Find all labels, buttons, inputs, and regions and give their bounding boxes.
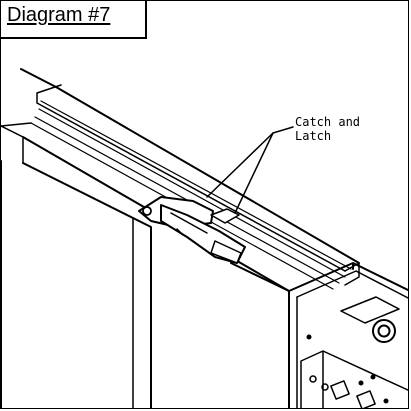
left-door-panel — [1, 160, 152, 408]
bracket-slot-lower-2 — [356, 390, 376, 408]
callout-line-2: Latch — [295, 129, 332, 143]
catch-plate — [210, 208, 240, 224]
bracket-slot — [340, 296, 400, 324]
diagram-title: Diagram #7 — [7, 4, 111, 26]
leader-line-catch — [206, 126, 294, 198]
bracket-bolt-outer — [372, 319, 396, 343]
bracket-bolt-inner — [377, 324, 391, 338]
bracket-outline — [288, 262, 408, 408]
title-box: Diagram #7 — [1, 1, 147, 39]
latch-lever-detail — [170, 212, 208, 236]
callout-leaders — [206, 126, 294, 214]
bracket-hole-6 — [383, 398, 389, 404]
catch-screw — [142, 206, 152, 216]
bracket-lower-plate — [300, 350, 408, 408]
door-panel-top-edge — [1, 125, 24, 164]
door-panels — [1, 125, 290, 408]
rail-top-face — [36, 84, 346, 272]
bracket-hole-5 — [358, 380, 364, 386]
catch-and-latch — [138, 196, 246, 264]
end-bracket — [288, 262, 408, 408]
top-rail — [1, 68, 360, 292]
rail-lower-edge — [1, 122, 32, 127]
bracket-hole-1 — [306, 334, 312, 340]
bracket-hole-4 — [370, 374, 376, 380]
bracket-top-face — [296, 270, 408, 299]
rail-groove-1 — [40, 100, 352, 270]
rail-outline-back — [20, 68, 360, 264]
latch-lever-face — [210, 240, 242, 264]
leader-line-latch — [234, 132, 274, 214]
callout-label: Catch and Latch — [295, 115, 360, 143]
bracket-slot-lower-1 — [330, 380, 350, 400]
rail-groove-2 — [38, 108, 346, 278]
callout-line-1: Catch and — [295, 115, 361, 129]
bracket-hole-3 — [321, 383, 329, 391]
bracket-hole-2 — [309, 375, 317, 383]
